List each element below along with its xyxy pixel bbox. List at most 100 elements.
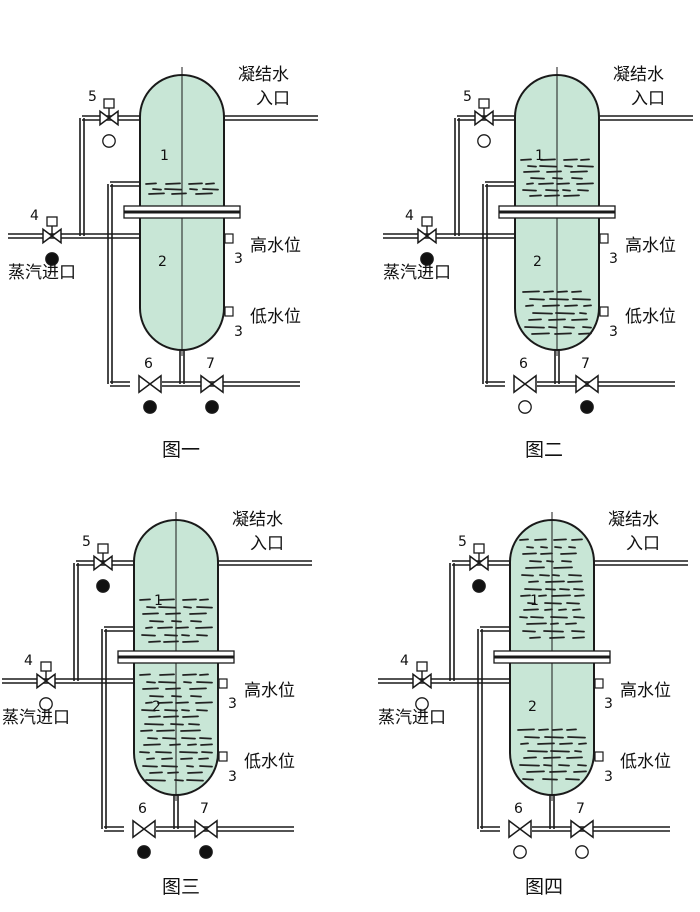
valve-7-number: 7	[581, 356, 590, 372]
valve-4	[417, 216, 437, 266]
valve-7	[575, 374, 599, 414]
valve-closed-indicator	[96, 579, 110, 593]
low-level-label: 低水位	[625, 307, 676, 327]
valve-open-indicator	[102, 134, 116, 148]
valve-5-number: 5	[463, 89, 472, 105]
condensate-inlet-text-2: 入口	[250, 534, 284, 554]
valve-closed-indicator	[472, 579, 486, 593]
valve-closed-indicator	[420, 252, 434, 266]
low-level-switch	[594, 751, 604, 762]
low-level-switch	[599, 306, 609, 317]
valve-7-number: 7	[576, 801, 585, 817]
high-level-label: 高水位	[620, 681, 671, 701]
valve-open-indicator	[39, 697, 53, 711]
chamber-2-label: 2	[158, 254, 167, 270]
valve-closed-indicator	[45, 252, 59, 266]
level-switch-number-low: 3	[604, 769, 613, 785]
low-level-label: 低水位	[620, 752, 671, 772]
valve-closed-indicator	[137, 845, 151, 859]
valve-6-number: 6	[519, 356, 528, 372]
level-switch-number-low: 3	[234, 324, 243, 340]
condensate-inlet-text-1: 凝结水	[608, 510, 659, 530]
valve-5	[99, 98, 119, 148]
high-level-label: 高水位	[250, 236, 301, 256]
steam-inlet-label: 蒸汽进口	[378, 708, 446, 728]
high-level-switch	[594, 678, 604, 689]
chamber-1-label: 1	[530, 593, 539, 609]
valve-6-number: 6	[144, 356, 153, 372]
water-level	[145, 182, 219, 195]
valve-4-number: 4	[30, 208, 39, 224]
high-level-switch	[599, 233, 609, 244]
condensate-inlet-text-2: 入口	[626, 534, 660, 554]
level-switch-number-high: 3	[604, 696, 613, 712]
panel-caption: 图二	[525, 439, 563, 461]
valve-7-number: 7	[200, 801, 209, 817]
steam-inlet-label: 蒸汽进口	[2, 708, 70, 728]
valve-6-number: 6	[138, 801, 147, 817]
water-level	[139, 598, 213, 643]
chamber-1-label: 1	[154, 593, 163, 609]
valve-5	[474, 98, 494, 148]
low-level-label: 低水位	[244, 752, 295, 772]
condensate-inlet-text-1: 凝结水	[232, 510, 283, 530]
level-switch-number-low: 3	[609, 324, 618, 340]
water-level	[517, 728, 587, 781]
valve-open-indicator	[513, 845, 527, 859]
high-level-switch	[224, 233, 234, 244]
valve-open-indicator	[477, 134, 491, 148]
valve-4	[412, 661, 432, 711]
water-level	[522, 290, 592, 335]
valve-5-number: 5	[82, 534, 91, 550]
valve-closed-indicator	[143, 400, 157, 414]
chamber-1-label: 1	[160, 148, 169, 164]
condensate-inlet-text-1: 凝结水	[238, 65, 289, 85]
valve-5-number: 5	[458, 534, 467, 550]
high-level-switch	[218, 678, 228, 689]
steam-inlet-label: 蒸汽进口	[383, 263, 451, 283]
high-level-label: 高水位	[625, 236, 676, 256]
water-level	[139, 673, 213, 782]
level-switch-number-low: 3	[228, 769, 237, 785]
valve-4-number: 4	[405, 208, 414, 224]
chamber-2-label: 2	[533, 254, 542, 270]
valve-closed-indicator	[199, 845, 213, 859]
valve-6-number: 6	[514, 801, 523, 817]
valve-6	[132, 819, 156, 859]
steam-inlet-label: 蒸汽进口	[8, 263, 76, 283]
valve-4-number: 4	[24, 653, 33, 669]
chamber-2-label: 2	[528, 699, 537, 715]
valve-4	[36, 661, 56, 711]
level-switch-number-high: 3	[609, 251, 618, 267]
condensate-inlet-text-2: 入口	[256, 89, 290, 109]
valve-7	[200, 374, 224, 414]
valve-7-number: 7	[206, 356, 215, 372]
level-switch-number-high: 3	[228, 696, 237, 712]
valve-5	[93, 543, 113, 593]
valve-5-number: 5	[88, 89, 97, 105]
level-switch-number-high: 3	[234, 251, 243, 267]
valve-closed-indicator	[205, 400, 219, 414]
low-level-switch	[218, 751, 228, 762]
panel-caption: 图一	[162, 439, 200, 461]
valve-5	[469, 543, 489, 593]
valve-4-number: 4	[400, 653, 409, 669]
condensate-inlet-text-1: 凝结水	[613, 65, 664, 85]
valve-7	[194, 819, 218, 859]
valve-6	[513, 374, 537, 414]
valve-open-indicator	[518, 400, 532, 414]
valve-open-indicator	[575, 845, 589, 859]
valve-6	[138, 374, 162, 414]
valve-closed-indicator	[580, 400, 594, 414]
low-level-switch	[224, 306, 234, 317]
chamber-2-label: 2	[152, 699, 161, 715]
